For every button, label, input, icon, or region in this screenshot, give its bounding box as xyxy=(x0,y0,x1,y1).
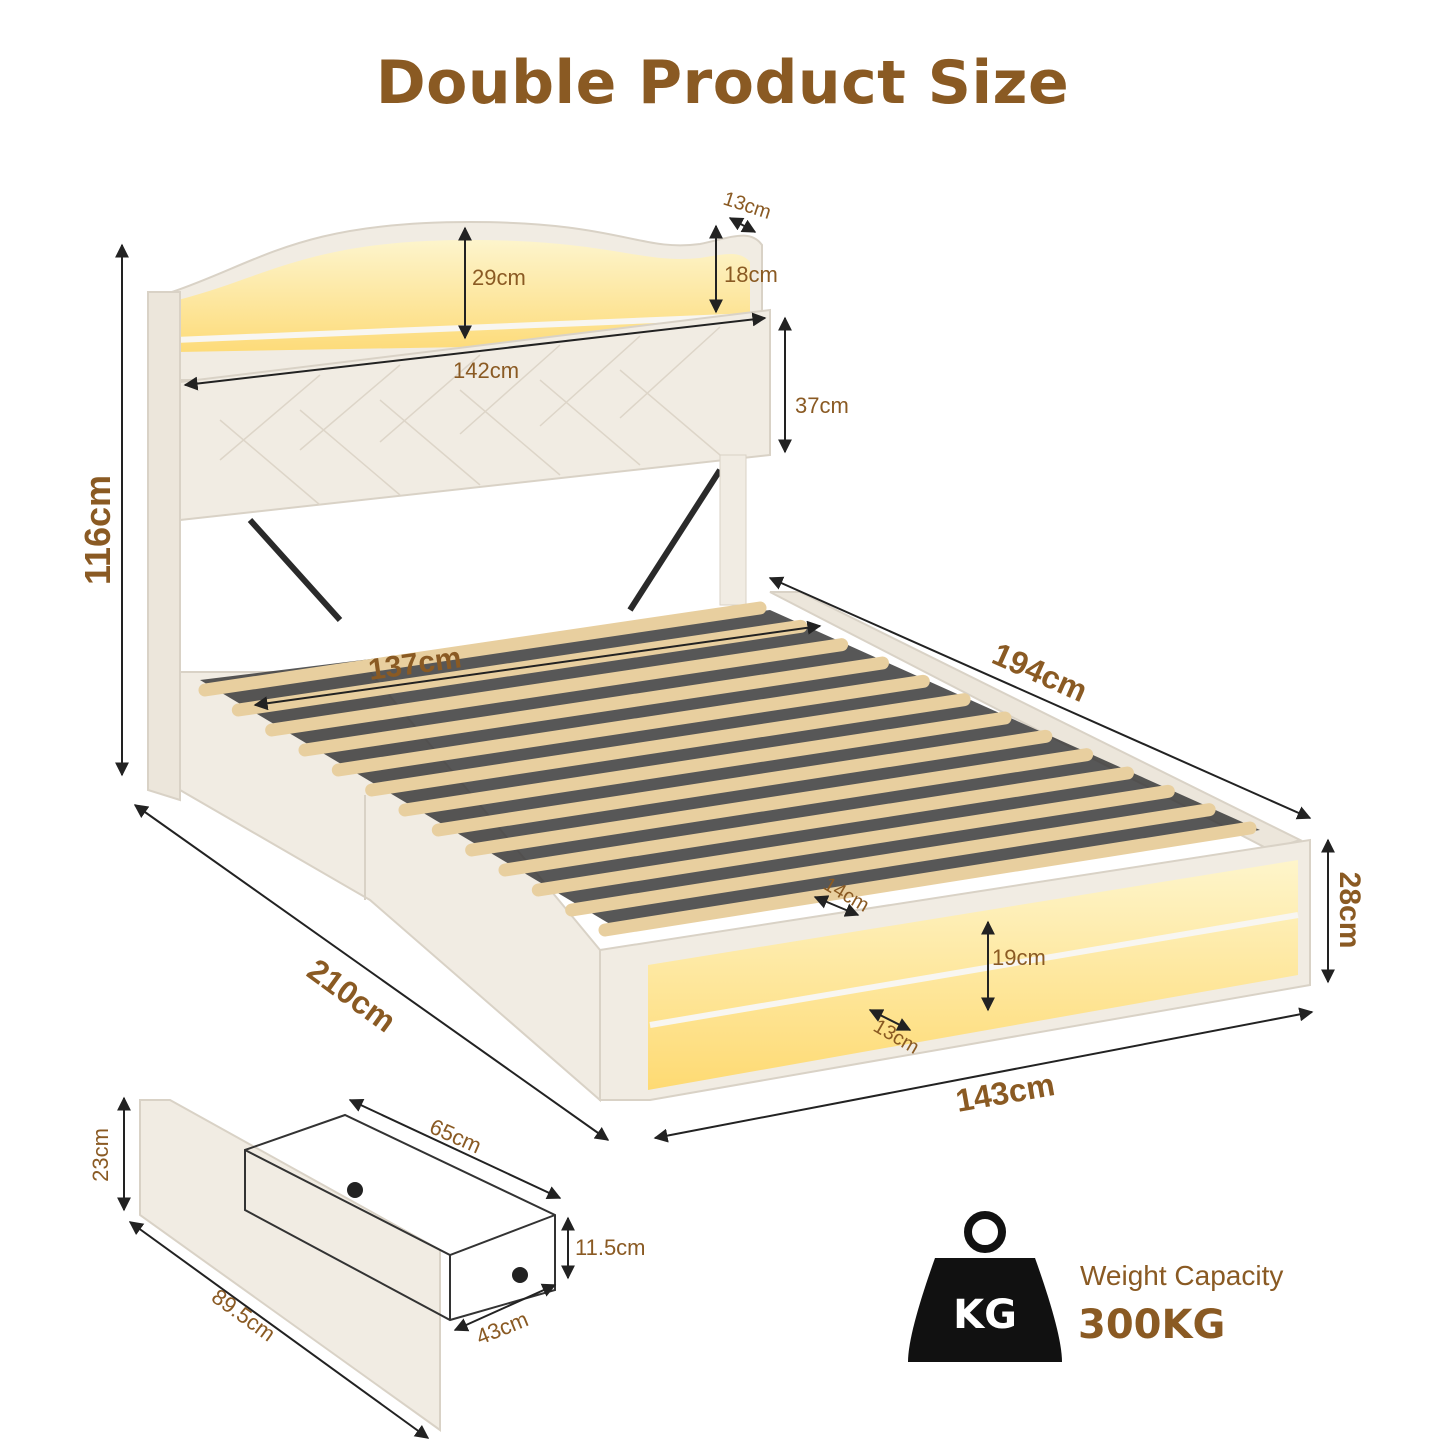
dim-basket-length: 65cm xyxy=(426,1114,485,1159)
dim-basket-width: 43cm xyxy=(473,1306,532,1349)
weight-capacity-label: Weight Capacity xyxy=(1080,1260,1284,1291)
bed-frame xyxy=(179,591,1311,1103)
dim-footboard-shelf-height: 19cm xyxy=(992,945,1046,970)
headboard-left-post xyxy=(147,291,181,802)
dim-overall-length: 210cm xyxy=(301,952,403,1040)
drawer-wheel xyxy=(347,1182,363,1198)
dimension-lines xyxy=(115,217,1335,1439)
drawer-front xyxy=(139,1099,441,1432)
drawer-wheel xyxy=(512,1267,528,1283)
dim-overall-width: 143cm xyxy=(953,1066,1057,1119)
page-title: Double Product Size xyxy=(375,48,1070,118)
dim-shelf-height: 18cm xyxy=(724,262,778,287)
wooden-slat xyxy=(565,803,1216,917)
wooden-slat xyxy=(598,821,1257,937)
dim-headboard-width: 142cm xyxy=(453,358,519,383)
dim-headboard-panel-height: 37cm xyxy=(795,393,849,418)
dim-headboard-top-height: 29cm xyxy=(472,265,526,290)
headboard-right-post xyxy=(719,454,747,606)
dim-total-height: 116cm xyxy=(77,475,118,585)
weight-capacity-value: 300KG xyxy=(1078,1302,1226,1348)
dim-drawer-front-height: 23cm xyxy=(88,1128,113,1182)
weight-icon: KG xyxy=(908,1211,1062,1362)
gas-strut-left xyxy=(247,517,343,623)
dim-footboard-height: 28cm xyxy=(1333,872,1366,949)
dim-basket-height: 11.5cm xyxy=(575,1235,646,1260)
gas-strut-right xyxy=(627,468,723,612)
footboard-rail xyxy=(649,912,1299,1028)
dim-headboard-shelf-depth: 13cm xyxy=(720,188,773,224)
weight-icon-label: KG xyxy=(953,1292,1017,1338)
